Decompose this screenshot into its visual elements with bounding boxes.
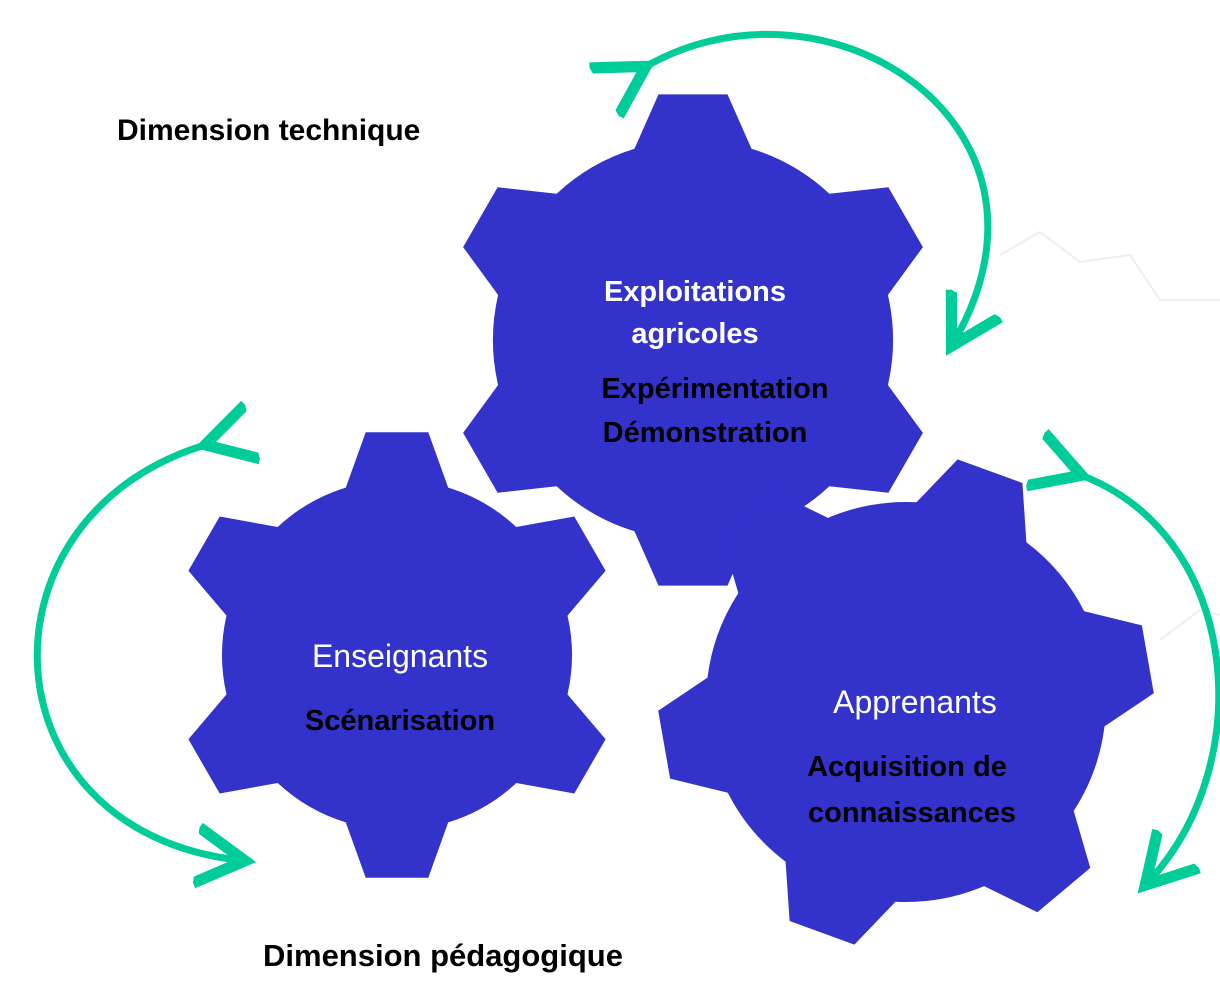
exploitations-title-line2: agricoles [631,318,759,350]
arrow-left [33,443,238,860]
dimension-technique-label: Dimension technique [117,114,421,147]
exploitations-sub-line2: Démonstration [602,417,808,449]
arrow-right [1075,473,1220,880]
apprenants-title: Apprenants [833,684,997,720]
dimension-pedagogique-label: Dimension pédagogique [263,938,623,973]
apprenants-sub-line1: Acquisition de [807,751,1007,783]
exploitations-title-line1: Exploitations [603,276,787,308]
gear-enseignants [188,432,606,878]
apprenants-sub-line2: connaissances [808,797,1016,829]
enseignants-title: Enseignants [311,638,489,674]
enseignants-sub: Scénarisation [304,705,496,737]
exploitations-sub-line1: Expérimentation [601,373,829,405]
arrow-top-right [640,30,988,340]
